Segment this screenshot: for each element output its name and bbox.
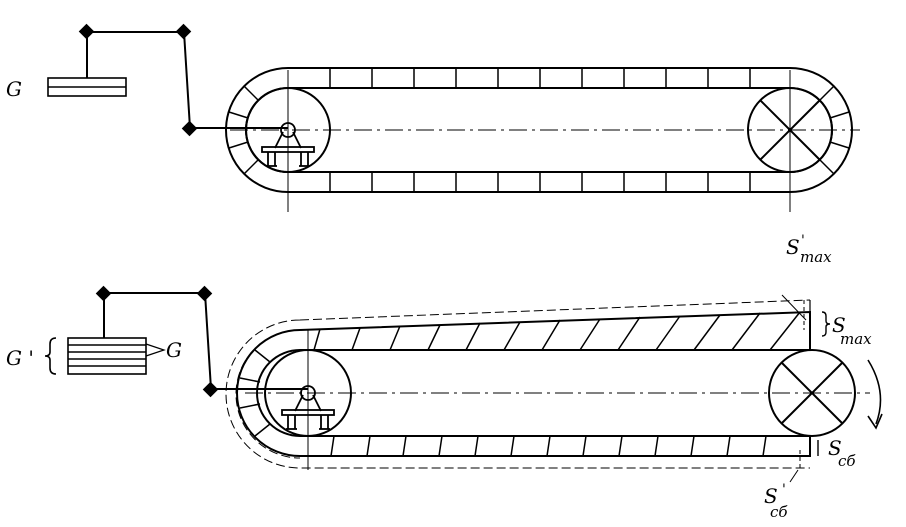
bottom-belt-left-curve-inner — [256, 349, 301, 437]
svg-text:сб: сб — [838, 452, 856, 470]
bottom-rotation-arrow — [867, 359, 882, 425]
svg-text:S: S — [832, 313, 846, 337]
bottom-conveyor-diagram — [44, 285, 883, 483]
bottom-pulley-node-2 — [196, 285, 213, 302]
svg-text:max: max — [840, 330, 872, 348]
bottom-weight-total-label: G ' — [6, 346, 34, 370]
bottom-belt-upper-segments — [313, 311, 801, 351]
bottom-pulley-node-3 — [202, 381, 219, 398]
s-max-brace — [821, 311, 831, 337]
top-weight-label: G — [6, 77, 22, 101]
top-belt-outer — [225, 67, 853, 193]
bottom-drive-cross-2 — [781, 362, 843, 424]
s-sb-label: S сб — [828, 436, 856, 470]
top-belt-lower-segments — [329, 172, 751, 192]
bottom-pulley-node-1 — [95, 285, 112, 302]
bottom-belt-dashed-outline-inner — [235, 329, 301, 459]
s-max-prime-leader — [781, 294, 807, 321]
top-belt-right-curve-segments — [819, 85, 850, 175]
bottom-tension-cart — [281, 385, 335, 430]
top-tension-rope — [86, 31, 288, 129]
top-drive-drum — [747, 87, 833, 173]
top-tension-drum — [245, 87, 331, 173]
bottom-drive-drum — [768, 349, 856, 437]
svg-text:S: S — [786, 235, 800, 259]
s-sb-prime-leader — [789, 469, 799, 483]
svg-text:сб: сб — [770, 503, 788, 521]
top-pulley-node-1 — [78, 23, 95, 40]
bottom-rotation-arrowhead — [867, 413, 883, 430]
bottom-belt-left-curve-segments — [239, 349, 271, 437]
bottom-belt-lower-segments — [330, 435, 767, 457]
top-drive-cross-2 — [759, 99, 821, 161]
top-conveyor-diagram — [47, 23, 860, 212]
bottom-belt-lower-branch — [300, 435, 811, 457]
svg-text:S: S — [828, 436, 842, 460]
bottom-belt-upper-branch — [299, 310, 811, 351]
bottom-belt-dashed-outline — [225, 299, 811, 469]
bottom-weight-pointer — [145, 343, 166, 357]
top-pulley-node-2 — [175, 23, 192, 40]
bottom-weight-plates — [68, 344, 146, 367]
top-tension-cart — [261, 122, 315, 167]
bottom-tension-drum — [264, 349, 352, 437]
svg-text:': ' — [801, 233, 805, 249]
s-sb-prime-label: S ' сб — [764, 482, 788, 521]
s-max-label: S max — [832, 313, 872, 348]
svg-text:': ' — [782, 482, 786, 498]
svg-text:max: max — [800, 248, 832, 266]
s-max-prime-label: S ' max — [786, 233, 832, 266]
top-pulley-node-3 — [181, 120, 198, 137]
bottom-weight-unit-label: G — [166, 338, 182, 362]
bottom-belt-left-curve-outer — [236, 329, 301, 457]
top-belt-left-curve-segments — [228, 85, 259, 175]
svg-text:S: S — [764, 484, 778, 508]
bottom-weight-brace — [44, 337, 57, 375]
top-belt-upper-segments — [329, 68, 751, 88]
bottom-weight-stack — [67, 337, 147, 375]
